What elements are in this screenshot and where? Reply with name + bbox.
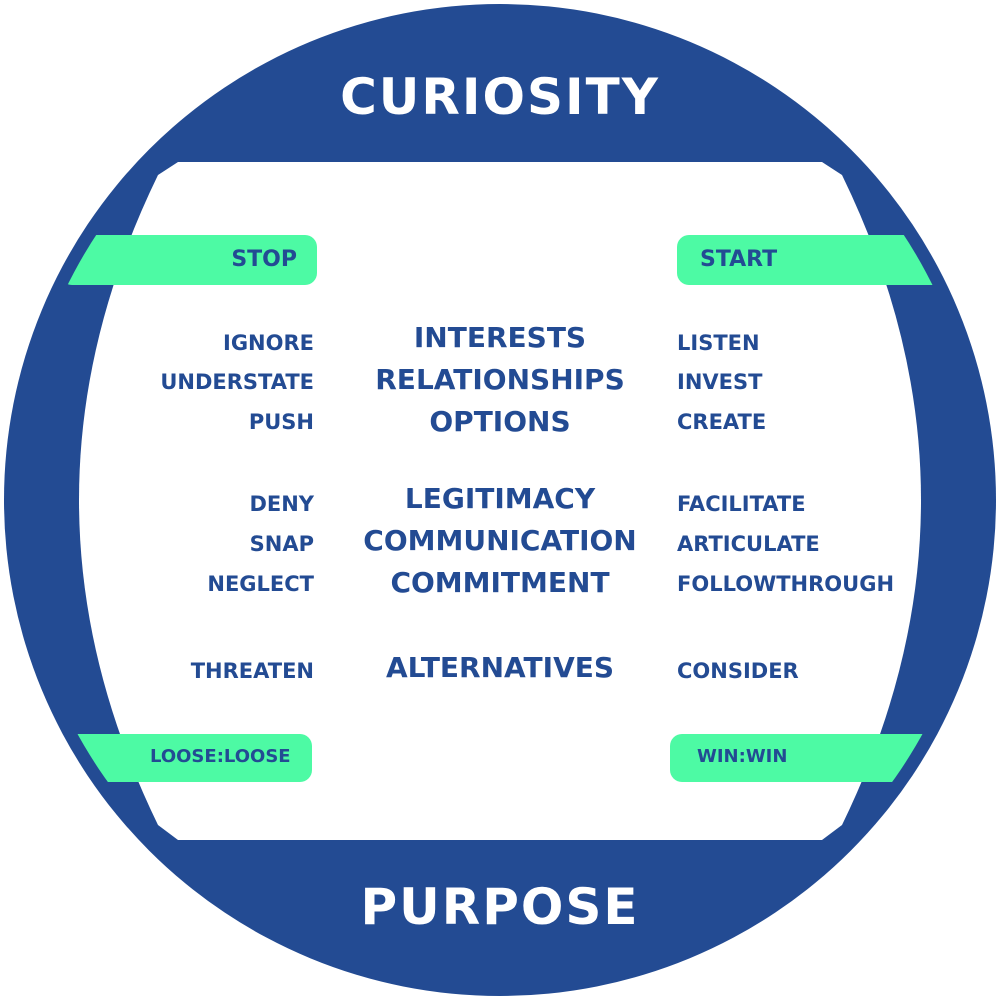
loose-loose-label: LOOSE:LOOSE <box>150 746 291 767</box>
center-term-options: OPTIONS <box>429 405 571 438</box>
right-term-facilitate: FACILITATE <box>677 492 806 516</box>
right-term-create: CREATE <box>677 410 767 434</box>
win-pill <box>670 734 950 782</box>
inner-panel <box>79 162 921 840</box>
center-term-communication: COMMUNICATION <box>363 524 637 557</box>
right-term-listen: LISTEN <box>677 331 760 355</box>
curiosity-label: CURIOSITY <box>340 68 660 126</box>
right-term-articulate: ARTICULATE <box>677 532 820 556</box>
center-term-commitment: COMMITMENT <box>390 566 610 599</box>
right-term-followthrough: FOLLOWTHROUGH <box>677 572 895 596</box>
center-term-legitimacy: LEGITIMACY <box>404 482 596 515</box>
left-term-push: PUSH <box>248 410 314 434</box>
left-term-snap: SNAP <box>249 532 314 556</box>
start-label: START <box>700 247 778 272</box>
left-term-ignore: IGNORE <box>223 331 314 355</box>
loose-pill <box>60 734 312 782</box>
right-term-invest: INVEST <box>677 370 763 394</box>
right-term-consider: CONSIDER <box>677 659 799 683</box>
left-term-neglect: NEGLECT <box>207 572 314 596</box>
stop-pill <box>60 235 317 285</box>
left-term-understate: UNDERSTATE <box>160 370 314 394</box>
win-win-label: WIN:WIN <box>697 746 788 767</box>
left-term-threaten: THREATEN <box>190 659 314 683</box>
center-term-relationships: RELATIONSHIPS <box>375 363 625 396</box>
left-term-deny: DENY <box>249 492 314 516</box>
center-term-alternatives: ALTERNATIVES <box>385 651 615 684</box>
start-pill <box>677 235 957 285</box>
center-term-interests: INTERESTS <box>413 321 587 354</box>
stop-label: STOP <box>231 247 297 272</box>
purpose-label: PURPOSE <box>360 878 640 936</box>
